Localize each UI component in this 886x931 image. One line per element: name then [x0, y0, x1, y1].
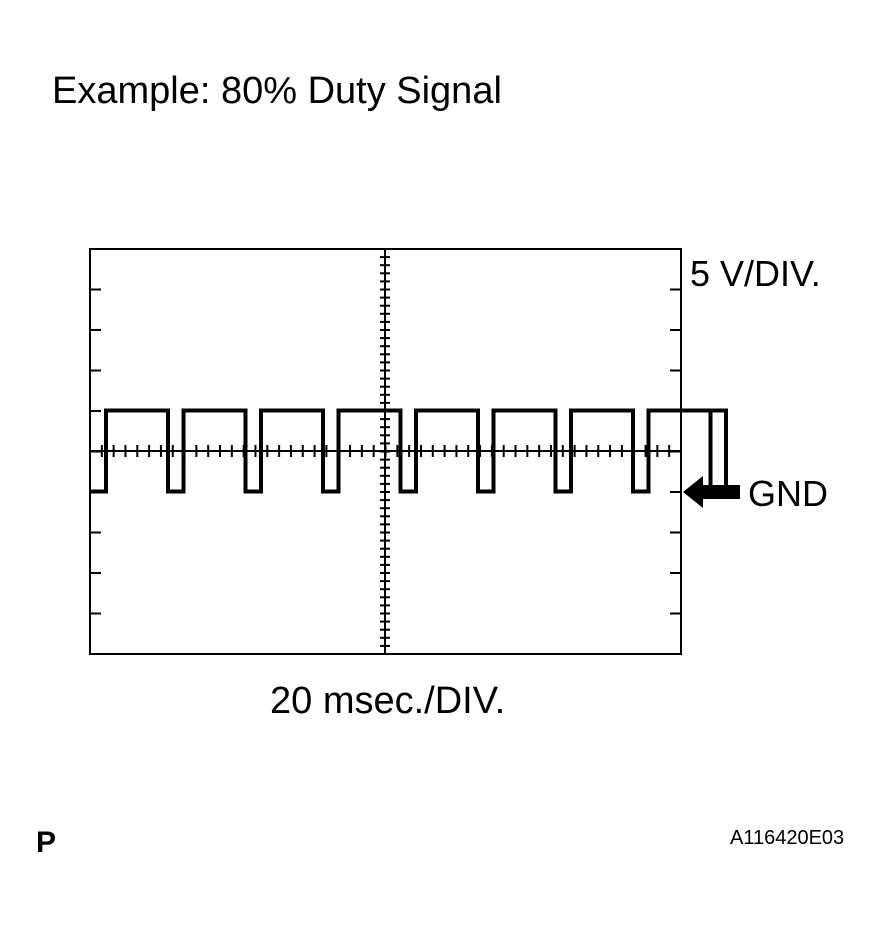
page-letter: P [36, 826, 57, 859]
duty-signal-waveform [90, 408, 728, 494]
diagram-title: Example: 80% Duty Signal [52, 70, 502, 112]
gnd-label: GND [748, 473, 828, 514]
time-scale-label: 20 msec./DIV. [270, 680, 506, 722]
gnd-arrow-icon [683, 476, 740, 508]
voltage-scale-label: 5 V/DIV. [690, 253, 821, 294]
figure-id: A116420E03 [730, 827, 845, 849]
